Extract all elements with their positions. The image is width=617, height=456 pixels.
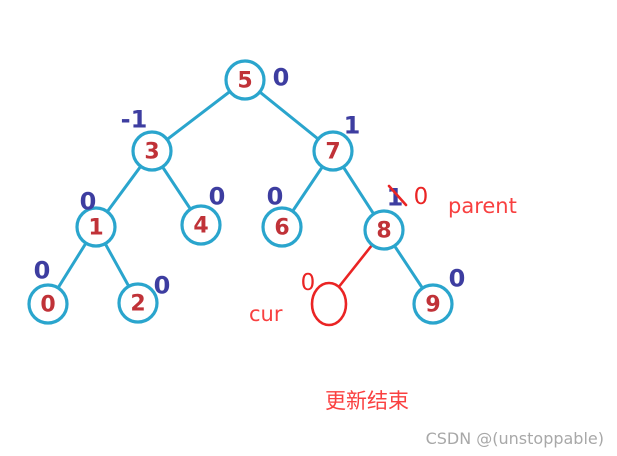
balance-label-3: -1 [121, 105, 148, 133]
tree-node-circle-2 [117, 282, 159, 324]
tree-node-value-1: 1 [88, 216, 103, 241]
tree-node-circle-7 [312, 130, 354, 172]
tree-node-circle-3 [131, 130, 173, 172]
parent-label: parent [448, 194, 517, 218]
tree-node-circle-5 [224, 59, 266, 101]
tree-node-value-9: 9 [425, 293, 440, 318]
balance-label-cur: 0 [301, 270, 316, 296]
cur-label: cur [249, 302, 283, 326]
balance-label-7: 1 [344, 111, 361, 139]
status-text-update-finished: 更新结束 [325, 389, 409, 413]
tree-node-value-4: 4 [193, 214, 208, 239]
tree-node-value-2: 2 [130, 292, 145, 317]
tree-node-value-5: 5 [237, 69, 252, 94]
tree-node-value-0: 0 [40, 293, 55, 318]
csdn-watermark: CSDN @(unstoppable) [426, 429, 604, 448]
tree-node-circle-9 [412, 283, 454, 325]
balance-label-8-new: 0 [414, 184, 429, 210]
balance-label-6: 0 [267, 182, 284, 210]
tree-node-circle-6 [261, 206, 303, 248]
balance-label-9: 0 [449, 264, 466, 292]
tree-node-circle-8 [363, 209, 405, 251]
balance-label-2: 0 [154, 271, 171, 299]
balance-label-8-old: 1 [387, 183, 404, 211]
tree-node-value-3: 3 [144, 140, 159, 165]
strikethrough-slash [387, 184, 408, 207]
balance-label-0: 0 [34, 256, 51, 284]
tree-node-circle-1 [75, 206, 117, 248]
tree-node-value-6: 6 [274, 216, 289, 241]
balance-label-1: 0 [80, 187, 97, 215]
tree-node-circle-4 [180, 204, 222, 246]
tree-edges [46, 78, 435, 306]
tree-node-circle-0 [27, 283, 69, 325]
cur-empty-node [310, 281, 348, 327]
cur-node-circle [310, 281, 348, 327]
balance-label-5: 0 [273, 63, 290, 91]
balance-label-4: 0 [209, 182, 226, 210]
tree-node-value-8: 8 [376, 219, 391, 244]
tree-node-value-7: 7 [325, 140, 340, 165]
